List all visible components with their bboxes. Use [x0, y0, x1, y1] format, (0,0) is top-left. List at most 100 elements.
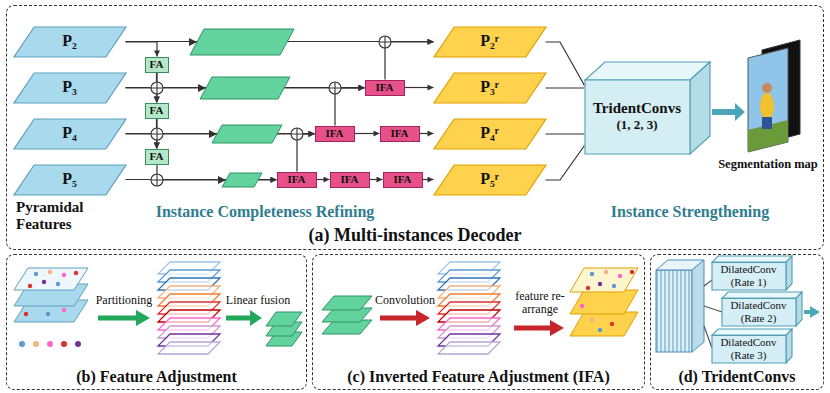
ifa-block: IFA: [315, 126, 355, 142]
text-area: DilatedConv (Rate 3): [712, 335, 786, 363]
connector: [385, 42, 434, 80]
pixel-dot: [46, 312, 50, 316]
green-arrow: [226, 316, 252, 321]
sum-symbol: [291, 128, 303, 140]
label: Partitioning: [96, 294, 153, 307]
pixel-dot: [47, 341, 53, 347]
node-text: IFA: [393, 173, 411, 186]
pixel-dot: [62, 308, 66, 312]
refined-feature: P₂ʳ: [434, 27, 546, 57]
text-area: TridentConvs(1, 2, 3): [585, 80, 690, 154]
segmentation-image: [748, 48, 788, 152]
ifa-block: IFA: [380, 126, 420, 142]
fused-stack: [266, 312, 302, 346]
node-text: IFA: [325, 127, 343, 140]
pixel-dot: [598, 282, 602, 286]
label: Segmentation map: [718, 158, 818, 172]
text-area: P₄ʳ: [434, 119, 546, 149]
green-arrow: [98, 316, 138, 321]
pixel-dot: [56, 282, 60, 286]
image-person: [762, 117, 772, 129]
connector: [423, 179, 434, 180]
feature-block: [656, 270, 692, 352]
node-text: P₄ʳ: [480, 124, 499, 142]
pixel-dot: [612, 284, 616, 288]
pixel-dots: [580, 270, 634, 332]
ifa-block: IFA: [365, 80, 405, 96]
green-feature-map: [222, 173, 262, 187]
sum-symbol: [291, 128, 303, 140]
connector: [355, 133, 380, 134]
partition-plane: [158, 342, 220, 354]
node-text: TridentConvs: [593, 100, 681, 117]
text-area: IFA: [278, 173, 316, 187]
green-feature-maps: [190, 29, 294, 187]
cube-face: [712, 262, 786, 290]
node-text: IFA: [390, 127, 408, 140]
label: Linear fusion: [226, 294, 290, 307]
pixel-dot: [75, 341, 81, 347]
text-area: FA: [146, 150, 168, 164]
cube-face: [796, 292, 802, 326]
connector: [546, 133, 585, 134]
text-area: P₅ʳ: [434, 165, 546, 195]
pixel-dots: [19, 270, 81, 347]
label: feature re-arrange: [509, 290, 571, 316]
panel-caption: (b) Feature Adjustment: [7, 368, 306, 386]
pixel-dot: [62, 273, 66, 277]
connectors: [126, 42, 585, 181]
parallelogram: [434, 27, 546, 57]
yellow-plane: [570, 312, 638, 336]
node-text: (1, 2, 3): [616, 118, 657, 133]
node-text: IFA: [375, 81, 393, 94]
text-area: FA: [146, 104, 168, 118]
green-feature-map: [212, 125, 282, 143]
connector: [317, 179, 330, 180]
label: Convolution: [375, 294, 435, 307]
sum-symbol: [151, 128, 163, 140]
red-arrow: [514, 326, 552, 331]
pixel-dot: [61, 341, 67, 347]
pixel-dot: [42, 280, 46, 284]
parallelogram: [14, 165, 126, 195]
label: Pyramidal Features: [16, 199, 108, 232]
parallelogram: [434, 73, 546, 103]
text-area: IFA: [384, 173, 422, 187]
image-person: [760, 93, 774, 119]
node-text: P₃: [62, 78, 77, 96]
connector: [335, 88, 365, 126]
cube-face: [712, 335, 786, 363]
cube-face: [712, 256, 792, 262]
text-area: P₂ʳ: [434, 27, 546, 57]
red-arrow-head: [550, 320, 564, 336]
pixel-dot: [28, 284, 32, 288]
cube-face: [786, 329, 792, 363]
node-text: FA: [150, 150, 164, 163]
pixel-dot: [580, 304, 584, 308]
yellow-plane: [570, 290, 638, 314]
node-text: FA: [150, 58, 164, 71]
label: Instance Completeness Refining: [156, 203, 375, 221]
trident-panel: (d) TridentConvsDilatedConv (Rate 1)Dila…: [650, 254, 824, 390]
output-arrow: [712, 109, 737, 115]
refined-feature: P₄ʳ: [434, 119, 546, 149]
arrow-head: [209, 130, 217, 138]
sum-symbol: [151, 174, 163, 186]
arrow-head: [218, 176, 226, 184]
node-text: P₅ʳ: [480, 170, 499, 188]
pyramid-feature: P₂: [14, 27, 126, 57]
cube-face: [585, 80, 690, 154]
ifa-block: IFA: [277, 172, 317, 188]
panel-caption: (c) Inverted Feature Adjustment (IFA): [313, 368, 644, 386]
pixel-dot: [590, 272, 594, 276]
pyramid-feature: P₄: [14, 119, 126, 149]
parallelogram: [14, 27, 126, 57]
pixel-dot: [598, 328, 602, 332]
connector: [420, 133, 434, 134]
sum-symbol: [151, 174, 163, 186]
input-plane: [14, 268, 88, 290]
red-arrow: [380, 316, 418, 321]
text-area: IFA: [366, 81, 404, 95]
